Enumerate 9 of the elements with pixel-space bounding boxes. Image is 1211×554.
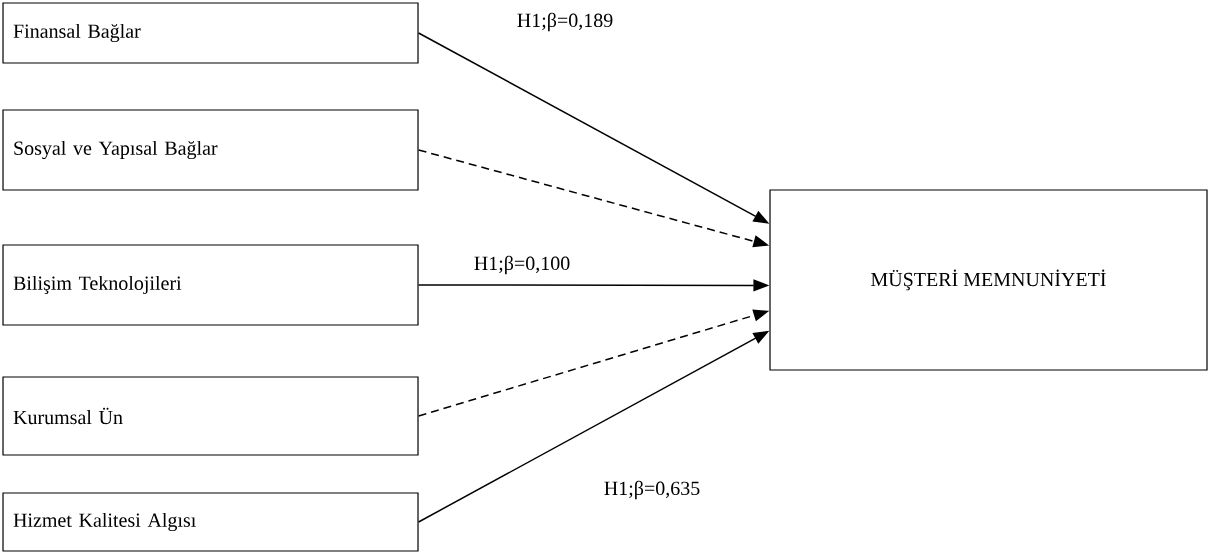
edge-label: H1;β=0,189: [514, 10, 616, 34]
factor-box: Hizmet Kalitesi Algısı: [2, 492, 419, 552]
edge-label: H1;β=0,635: [601, 478, 703, 502]
edge-label: H1;β=0,100: [471, 253, 573, 277]
factor-box: Bilişim Teknolojileri: [2, 244, 419, 326]
factor-box: Kurumsal Ün: [2, 376, 419, 456]
target-box: MÜŞTERİ MEMNUNİYETİ: [769, 189, 1208, 371]
factor-box: Finansal Bağlar: [2, 2, 419, 64]
factor-box: Sosyal ve Yapısal Bağlar: [2, 109, 419, 191]
